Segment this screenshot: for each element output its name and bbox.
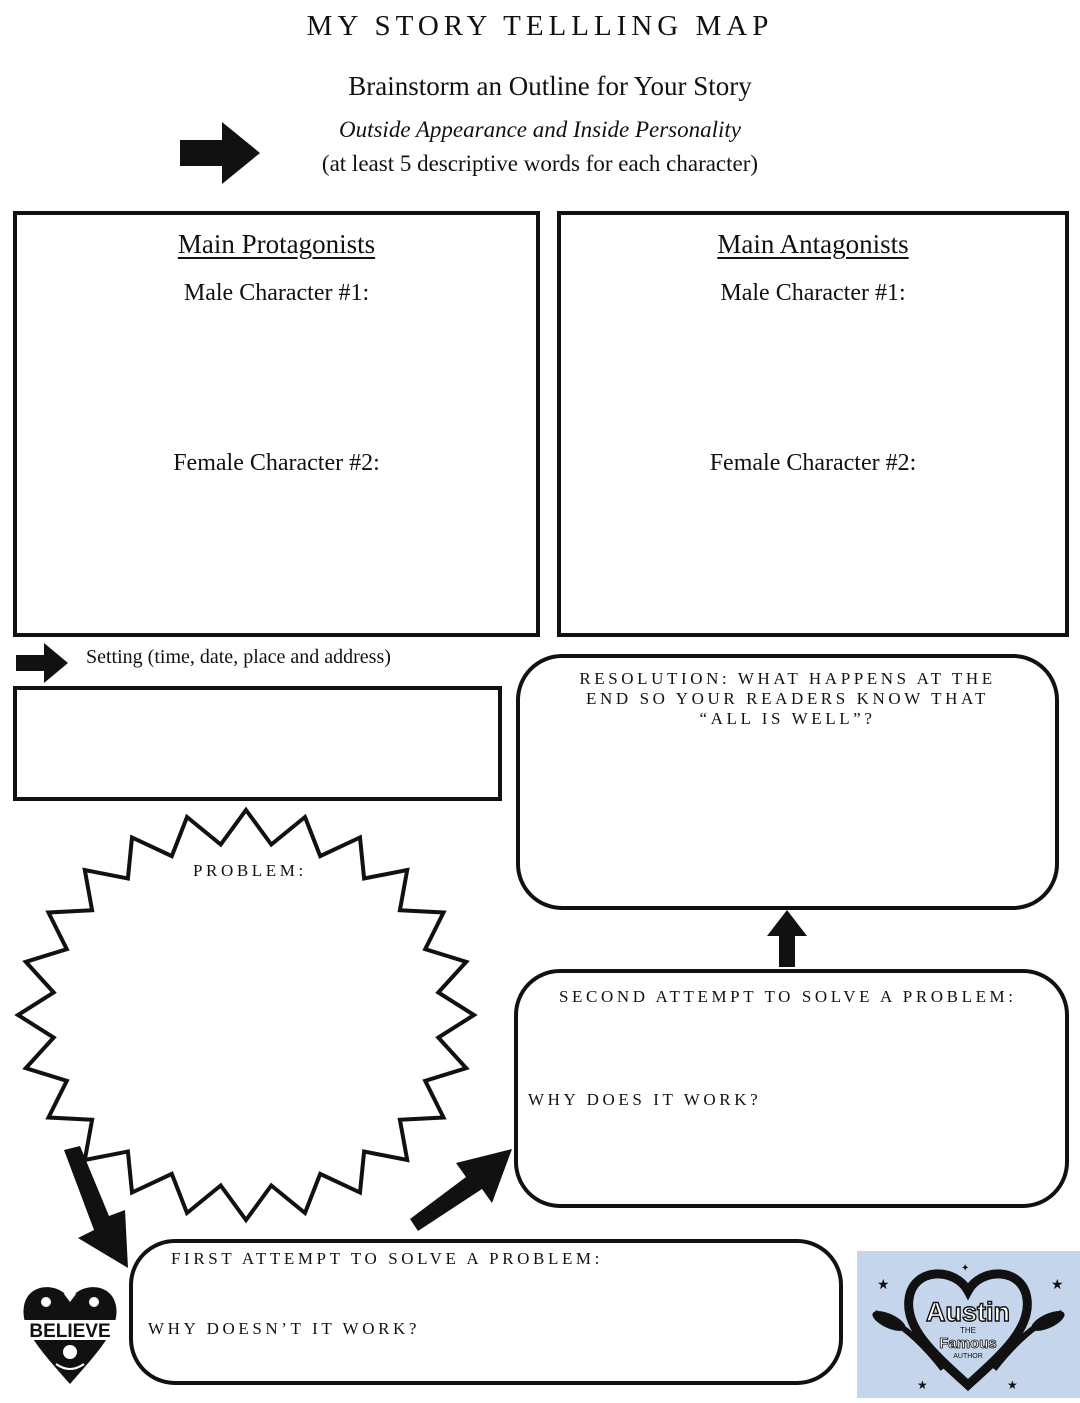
austin-famous: Famous [939,1335,997,1352]
antagonist-female-label: Female Character #2: [709,450,917,476]
sparkle-icon: ✦ [961,1263,969,1274]
austin-logo: ★ ★ ★ ★ ✦ Austin THE Famous AUTHOR [857,1251,1080,1398]
believe-logo-text: BELIEVE [29,1321,110,1342]
star-icon: ★ [1051,1278,1064,1293]
protagonists-box[interactable]: Main Protagonists Male Character #1: Fem… [13,211,540,637]
resolution-box[interactable]: RESOLUTION: WHAT HAPPENS AT THE END SO Y… [516,654,1059,910]
problem-label: PROBLEM: [193,861,307,880]
first-attempt-box[interactable]: FIRST ATTEMPT TO SOLVE A PROBLEM: WHY DO… [129,1239,843,1385]
star-icon: ★ [917,1378,928,1392]
protagonists-heading: Main Protagonists [177,229,376,259]
up-arrow-icon [767,910,807,967]
antagonists-heading: Main Antagonists [717,229,909,259]
instruction-note: (at least 5 descriptive words for each c… [321,151,759,176]
second-attempt-label: SECOND ATTEMPT TO SOLVE A PROBLEM: [559,987,1017,1006]
protagonist-male-label: Male Character #1: [183,280,370,306]
second-attempt-box[interactable]: SECOND ATTEMPT TO SOLVE A PROBLEM: WHY D… [514,969,1069,1208]
austin-author: AUTHOR [953,1353,983,1360]
believe-logo: BELIEVE [18,1286,122,1384]
austin-logo-art: ★ ★ ★ ★ ✦ Austin THE Famous AUTHOR [872,1263,1065,1392]
star-icon: ★ [1007,1378,1018,1392]
problem-starburst[interactable] [14,806,478,1224]
page-subtitle: Brainstorm an Outline for Your Story [348,71,752,101]
star-icon: ★ [877,1278,890,1293]
protagonist-female-label: Female Character #2: [173,450,380,476]
up-right-arrow-icon [410,1149,512,1231]
setting-label: Setting (time, date, place and address) [86,646,391,668]
resolution-label: RESOLUTION: WHAT HAPPENS AT THE END SO Y… [579,669,996,728]
instruction-italic: Outside Appearance and Inside Personalit… [338,117,741,142]
antagonists-box[interactable]: Main Antagonists Male Character #1: Fema… [557,211,1069,637]
down-right-arrow-icon [64,1146,128,1268]
setting-arrow-icon [16,643,68,683]
austin-name: Austin [926,1297,1010,1327]
first-attempt-question: WHY DOESN’T IT WORK? [148,1319,421,1338]
antagonist-male-label: Male Character #1: [720,280,906,306]
austin-the: THE [960,1326,976,1335]
second-attempt-question: WHY DOES IT WORK? [528,1090,762,1109]
setting-box[interactable] [13,686,502,801]
page-title: MY STORY TELLLING MAP [306,10,774,42]
right-arrow-icon [180,122,260,184]
first-attempt-label: FIRST ATTEMPT TO SOLVE A PROBLEM: [171,1249,603,1268]
